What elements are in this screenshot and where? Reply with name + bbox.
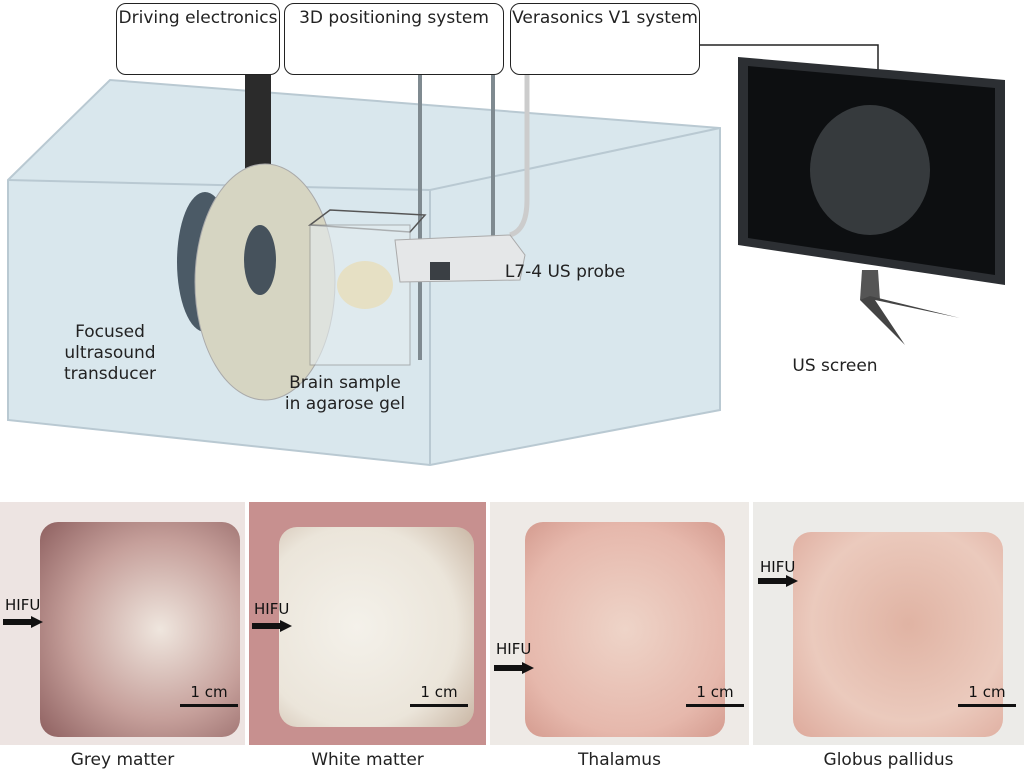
hifu-label: HIFU (254, 600, 290, 618)
us-probe (394, 234, 526, 283)
hifu-arrow-icon (3, 616, 43, 628)
probe-label: L7-4 US probe (504, 262, 626, 282)
transducer-label: Focused ultrasound transducer (63, 322, 157, 384)
scale-label: 1 cm (696, 683, 734, 701)
hifu-arrow-icon (252, 620, 292, 632)
scale-bar (958, 704, 1016, 707)
caption-grey-matter: Grey matter (70, 750, 175, 770)
photo-thalamus (490, 502, 749, 745)
scale-label: 1 cm (190, 683, 228, 701)
photo-globus-pallidus (753, 502, 1024, 745)
scale-bar (180, 704, 238, 707)
setup-illustration (7, 44, 1005, 467)
hifu-label: HIFU (496, 640, 532, 658)
caption-globus-pallidus: Globus pallidus (823, 750, 954, 770)
hifu-label: HIFU (760, 558, 796, 576)
scale-label: 1 cm (968, 683, 1006, 701)
hifu-arrow-icon (758, 575, 798, 587)
hifu-label: HIFU (5, 596, 41, 614)
screen-label: US screen (792, 356, 878, 376)
verasonics-box: Verasonics V1 system (510, 3, 700, 75)
scale-label: 1 cm (420, 683, 458, 701)
brain-sample (337, 261, 393, 309)
driving-electronics-box: Driving electronics (116, 3, 280, 75)
sample-label: Brain sample in agarose gel (284, 373, 406, 414)
scale-bar (410, 704, 468, 707)
caption-thalamus: Thalamus (578, 750, 661, 770)
positioning-system-box: 3D positioning system (284, 3, 504, 75)
hifu-arrow-icon (494, 662, 534, 674)
scale-bar (686, 704, 744, 707)
caption-white-matter: White matter (311, 750, 424, 770)
